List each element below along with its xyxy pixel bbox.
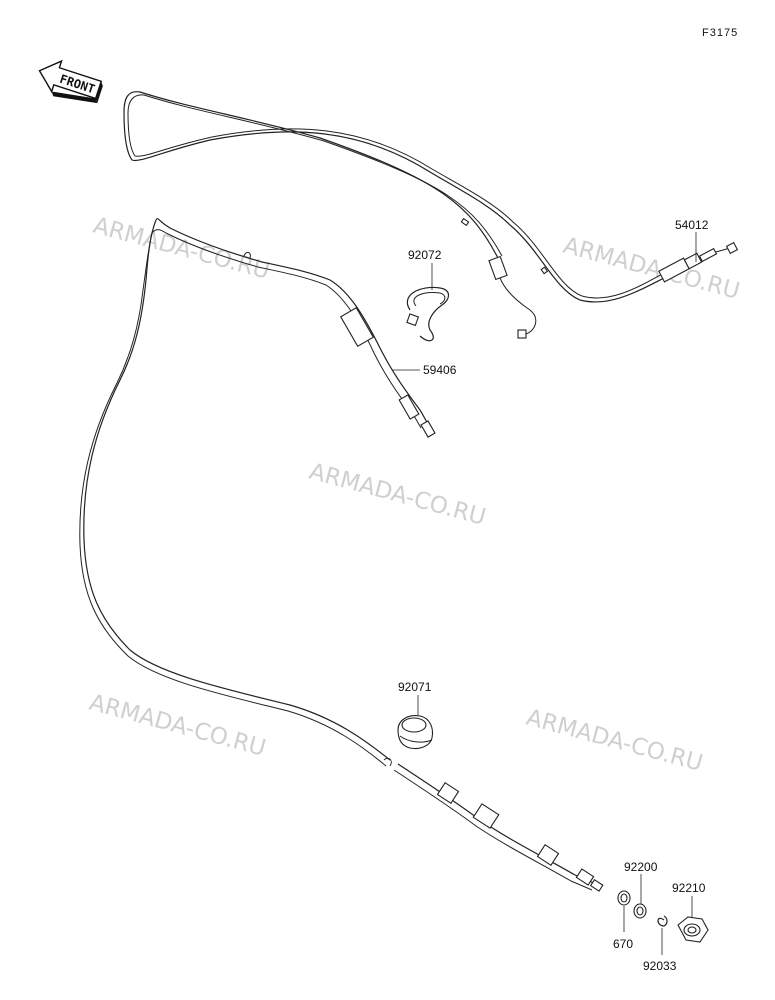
throttle-cable-54012: [123, 91, 739, 339]
nut-92210: [677, 916, 709, 943]
watermark-1: ARMADA-CO.RU: [90, 213, 272, 285]
front-arrow-icon: FRONT: [38, 59, 103, 104]
grommet-92071: [397, 715, 434, 750]
callout-92072: 92072: [408, 248, 442, 262]
cable-59406: [79, 217, 604, 892]
callout-59406: 59406: [423, 363, 457, 377]
callout-54012: 54012: [675, 218, 709, 232]
figure-code: F3175: [702, 27, 738, 39]
watermark-2: ARMADA-CO.RU: [560, 233, 742, 305]
watermark-3: ARMADA-CO.RU: [306, 459, 488, 531]
callout-92071: 92071: [398, 680, 432, 694]
callout-670: 670: [613, 937, 633, 951]
snap-ring-92033: [657, 915, 668, 927]
watermark-5: ARMADA-CO.RU: [523, 705, 705, 777]
callout-92200: 92200: [624, 860, 658, 874]
watermark-4: ARMADA-CO.RU: [86, 690, 268, 762]
callout-92033: 92033: [643, 959, 677, 973]
callout-92210: 92210: [672, 881, 706, 895]
band-92072: [406, 286, 450, 342]
